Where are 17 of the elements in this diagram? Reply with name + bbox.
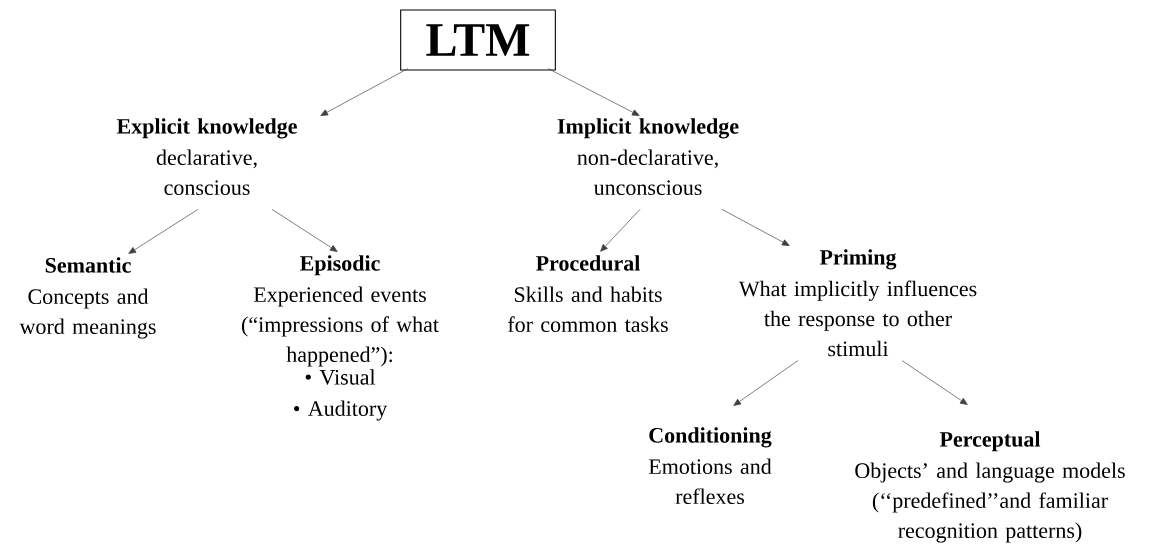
category-text: Episodic Experienced events (“impressions of what happened”): • Visual • Auditory — [242, 255, 439, 421]
arrow — [600, 209, 641, 252]
arrow — [320, 68, 409, 116]
category-text: Explicit knowledge declarative, conscious — [116, 118, 297, 196]
arrow — [733, 360, 799, 406]
arrow — [271, 209, 338, 252]
title-box: LTM — [400, 9, 556, 71]
category-text: Procedural Skills and habits for common tasks — [508, 255, 668, 333]
category-text: Perceptual Objects’ and language models (‘‘predefined’’and familiar recognition patterns) — [855, 431, 1125, 543]
arrow — [721, 209, 790, 246]
category-text: Conditioning Emotions and reflexes — [648, 427, 772, 505]
arrow — [901, 360, 968, 405]
category-text: Implicit knowledge non-declarative, unconscious — [557, 118, 739, 196]
arrow — [128, 209, 199, 254]
category-text: Priming What implicitly influences the response to other stimuli — [738, 249, 977, 357]
arrow — [547, 68, 640, 116]
category-text: Semantic Concepts and word meanings — [19, 257, 156, 339]
